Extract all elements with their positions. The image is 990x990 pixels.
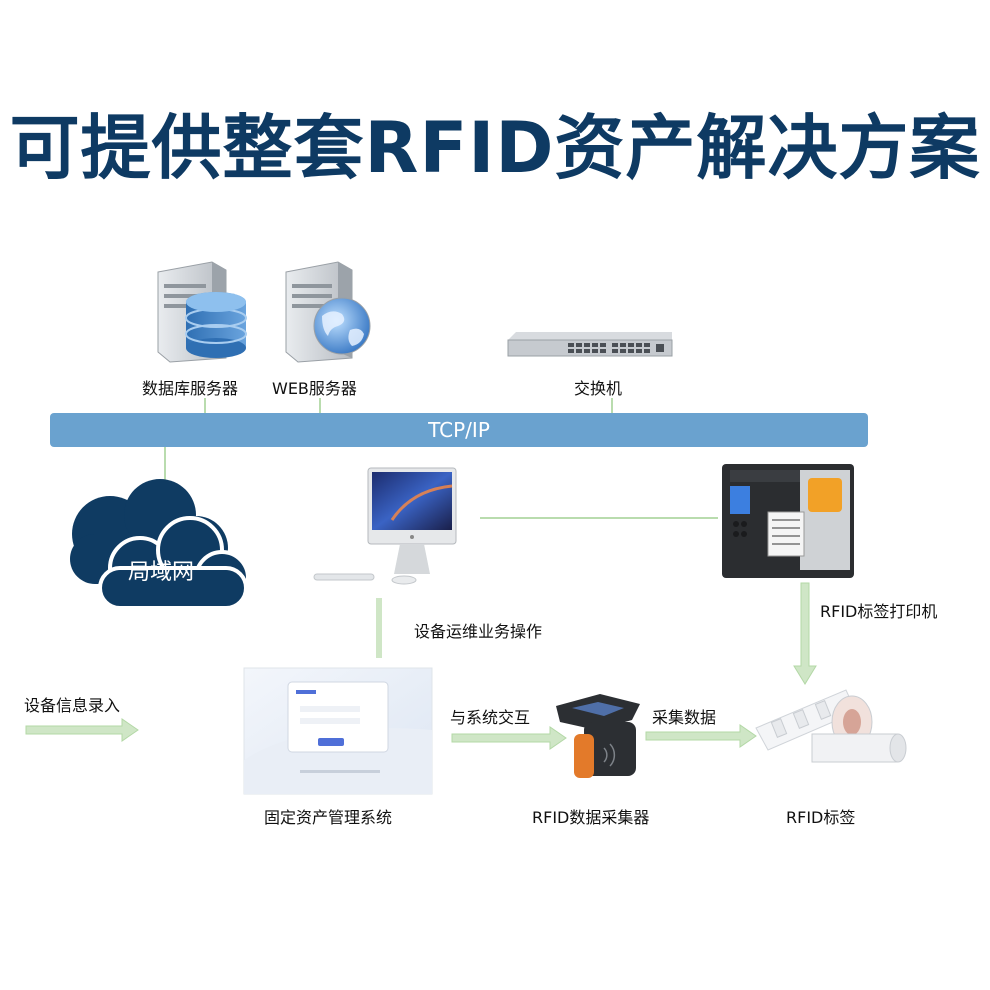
- system-screenshot: [243, 667, 433, 795]
- switch-icon: [507, 332, 673, 357]
- lan-label: 局域网: [128, 560, 195, 585]
- page-title: 可提供整套RFID资产解决方案: [9, 107, 981, 189]
- web-server-icon: [285, 261, 371, 363]
- printer-label: RFID标签打印机: [820, 602, 938, 621]
- collect-label: 采集数据: [652, 708, 717, 727]
- collector-label: RFID数据采集器: [532, 808, 650, 827]
- printer-icon: [722, 464, 854, 578]
- interact-arrow: [451, 726, 567, 750]
- rfid-tag-icon: [755, 689, 907, 763]
- print-arrow: [793, 582, 817, 685]
- web-server-label: WEB服务器: [272, 379, 357, 398]
- db-server-label: 数据库服务器: [142, 379, 239, 398]
- computer-icon: [313, 467, 457, 585]
- tag-label: RFID标签: [786, 808, 856, 827]
- system-label: 固定资产管理系统: [264, 808, 393, 827]
- ops-label: 设备运维业务操作: [414, 622, 543, 641]
- interact-label: 与系统交互: [450, 708, 531, 727]
- ops-line: [376, 598, 382, 658]
- lan-cloud-icon: [70, 479, 250, 610]
- db-server-icon: [157, 261, 247, 363]
- switch-label: 交换机: [574, 379, 623, 398]
- input-label: 设备信息录入: [24, 696, 121, 715]
- collect-arrow: [645, 724, 757, 748]
- input-arrow: [25, 718, 139, 742]
- rfid-collector-icon: [556, 694, 640, 778]
- tcpip-bus: TCP/IP: [50, 413, 868, 447]
- flow-arrows: [25, 582, 817, 750]
